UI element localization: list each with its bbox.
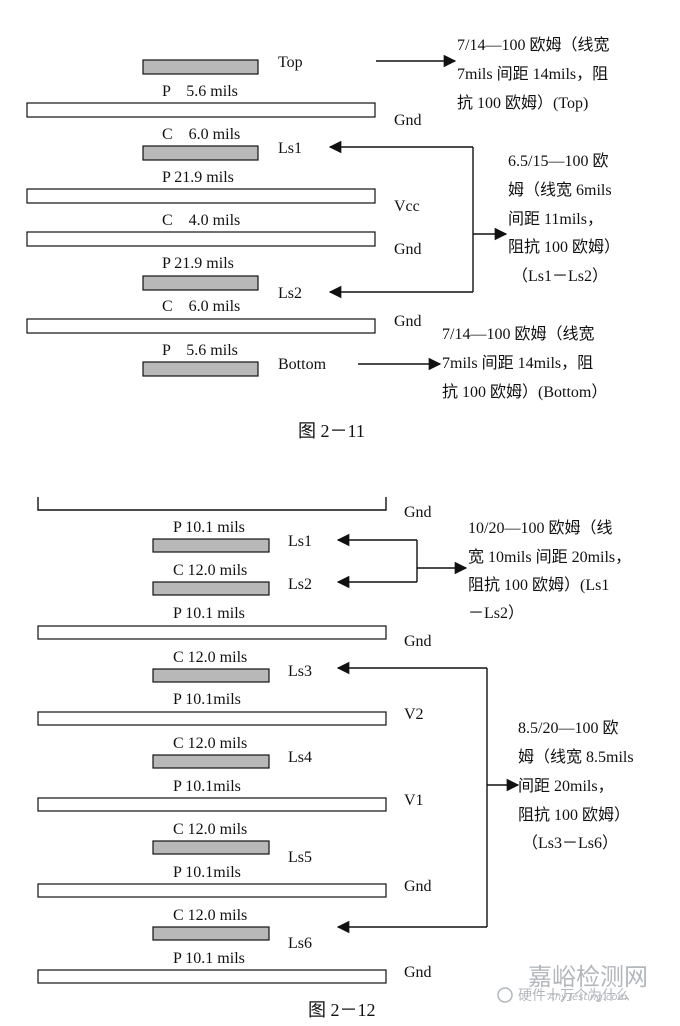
layer-ls2 [152, 581, 270, 596]
layer-v2 [37, 711, 387, 726]
layer-top [142, 59, 259, 75]
layer-gnd [26, 102, 376, 118]
layer-label: Ls1 [278, 140, 302, 157]
layer-ls3 [152, 668, 270, 683]
spacing-label: C 12.0 mils [173, 821, 247, 838]
wechat-icon [497, 987, 513, 1003]
layer-label: Gnd [394, 241, 422, 258]
layer-label: V2 [404, 706, 424, 723]
layer-label: Ls5 [288, 849, 312, 866]
figure-2-11: Top P 5.6 mils Gnd C 6.0 mils Ls1 P 21.9… [26, 36, 624, 441]
spacing-label: P 10.1mils [173, 864, 241, 881]
layer-gnd-bottom [37, 969, 387, 984]
layer-ls6 [152, 926, 270, 941]
layer-label: V1 [404, 792, 424, 809]
watermark-brand: 嘉峪检测网 [528, 963, 648, 991]
spacing-label: C 12.0 mils [173, 735, 247, 752]
layer-label: Gnd [404, 504, 432, 521]
layer-label: Gnd [404, 878, 432, 895]
spacing-label: P 10.1 mils [173, 605, 245, 622]
layer-gnd [37, 625, 387, 640]
note-ls1-ls2: 10/20—100 欧姆（线 宽 10mils 间距 20mils， 阻抗 10… [468, 519, 635, 622]
spacing-label: P 21.9 mils [162, 169, 234, 186]
layer-label: Ls2 [278, 285, 302, 302]
layer-label-bottom: Bottom [278, 356, 327, 373]
figure-caption: 图 2－11 [298, 421, 365, 441]
spacing-label: C 12.0 mils [173, 907, 247, 924]
layer-v1 [37, 797, 387, 812]
spacing-label: C 12.0 mils [173, 649, 247, 666]
layer-label: Gnd [394, 313, 422, 330]
note-ls3-ls6: 8.5/20—100 欧 姆（线宽 8.5mils 间距 20mils， 阻抗 … [518, 719, 638, 852]
spacing-label: C 4.0 mils [162, 212, 240, 229]
layer-ls2 [142, 275, 259, 291]
layer-ls1 [142, 145, 259, 161]
watermark-account: 硬件十万个为什么 [518, 988, 630, 1004]
spacing-label: C 6.0 mils [162, 126, 240, 143]
layer-ls5 [152, 840, 270, 855]
spacing-label: P 5.6 mils [162, 83, 238, 100]
layer-label: Ls3 [288, 663, 312, 680]
spacing-label: P 10.1 mils [173, 519, 245, 536]
layer-gnd [26, 231, 376, 247]
layer-ls4 [152, 754, 270, 769]
layer-label: Gnd [404, 633, 432, 650]
watermark: 嘉峪检测网 AnyTesting.com 硬件十万个为什么 [497, 963, 648, 1004]
spacing-label: P 10.1 mils [173, 950, 245, 967]
spacing-label: C 12.0 mils [173, 562, 247, 579]
note-top: 7/14—100 欧姆（线宽 7mils 间距 14mils，阻 抗 100 欧… [457, 36, 613, 112]
layer-label: Ls2 [288, 576, 312, 593]
layer-label: Ls6 [288, 935, 312, 952]
spacing-label: P 21.9 mils [162, 255, 234, 272]
layer-gnd [37, 883, 387, 898]
layer-label: Vcc [394, 198, 420, 215]
layer-vcc [26, 188, 376, 204]
spacing-label: P 10.1mils [173, 691, 241, 708]
layer-label: Ls4 [288, 749, 312, 766]
layer-gnd [26, 318, 376, 334]
watermark-brand-en: AnyTesting.com [547, 992, 628, 1003]
layer-bottom [142, 361, 259, 377]
layer-label: Ls1 [288, 533, 312, 550]
spacing-label: P 5.6 mils [162, 342, 238, 359]
layer-ls1 [152, 538, 270, 553]
note-bottom: 7/14—100 欧姆（线宽 7mils 间距 14mils，阻 抗 100 欧… [442, 325, 607, 401]
figure-2-12: Gnd P 10.1 mils Ls1 C 12.0 mils Ls2 P 10… [37, 497, 638, 1020]
layer-label-top: Top [278, 54, 303, 71]
spacing-label: C 6.0 mils [162, 298, 240, 315]
layer-label: Gnd [394, 112, 422, 129]
note-ls1-ls2: 6.5/15—100 欧 姆（线宽 6mils 间距 11mils， 阻抗 10… [508, 152, 624, 285]
spacing-label: P 10.1mils [173, 778, 241, 795]
layer-label: Gnd [404, 964, 432, 981]
figure-caption: 图 2－12 [308, 1000, 376, 1020]
layer-gnd-top [37, 497, 387, 511]
